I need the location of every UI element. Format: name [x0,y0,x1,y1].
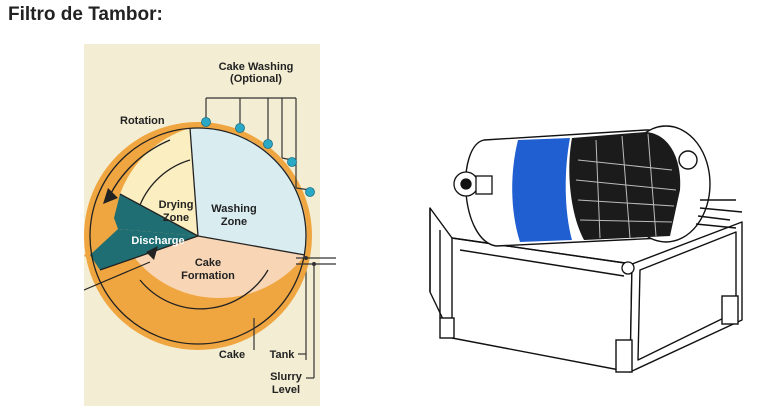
inner-arrow-icon [146,246,158,260]
drum-internals [569,132,681,240]
discharge-sector-upper [114,194,198,236]
drum-filter-illustration [429,125,743,373]
drum-end-port [678,150,698,170]
label-rotation: Rotation [120,115,165,127]
label-discharge: Discharge [131,235,184,247]
nozzle-icon [235,123,245,133]
rotation-arc [109,139,171,196]
label-cake: Cake [219,349,245,361]
drive-motor [453,171,493,197]
label-washing-zone-2: Zone [221,216,247,228]
label-drying-zone-2: Zone [163,212,189,224]
wash-nozzles [201,117,315,197]
label-cake-formation: Cake [195,257,221,269]
nozzle-icon [305,187,315,197]
label-slurry-level: Slurry [270,371,303,383]
label-slurry-level-2: Level [272,384,300,396]
nozzle-icon [287,157,297,167]
label-tank: Tank [270,349,296,361]
wash-piping [205,97,311,191]
tank-right-end [629,221,743,373]
rotation-arrow-icon [103,188,118,204]
label-cake-formation-2: Formation [181,270,235,282]
filter-cloth-band [512,138,572,242]
discharge-sector [90,229,198,270]
drum-sectors [89,127,307,345]
inner-rotation-arc [139,269,269,310]
valve [621,261,635,275]
nozzle-icon [263,139,273,149]
washing-zone-sector [190,127,307,255]
inner-rotation-arc-upper [139,159,191,206]
page-title: Filtro de Tambor: [8,4,163,25]
label-drying-zone: Drying [159,199,194,211]
label-cake-washing: Cake Washing [219,61,294,73]
nozzle-icon [201,117,211,127]
drying-zone-sector [120,128,198,236]
label-optional: (Optional) [230,73,282,85]
label-washing-zone: Washing [211,203,256,215]
drum-filter-schematic: Cake Washing (Optional) Rotation Drying … [83,44,336,406]
